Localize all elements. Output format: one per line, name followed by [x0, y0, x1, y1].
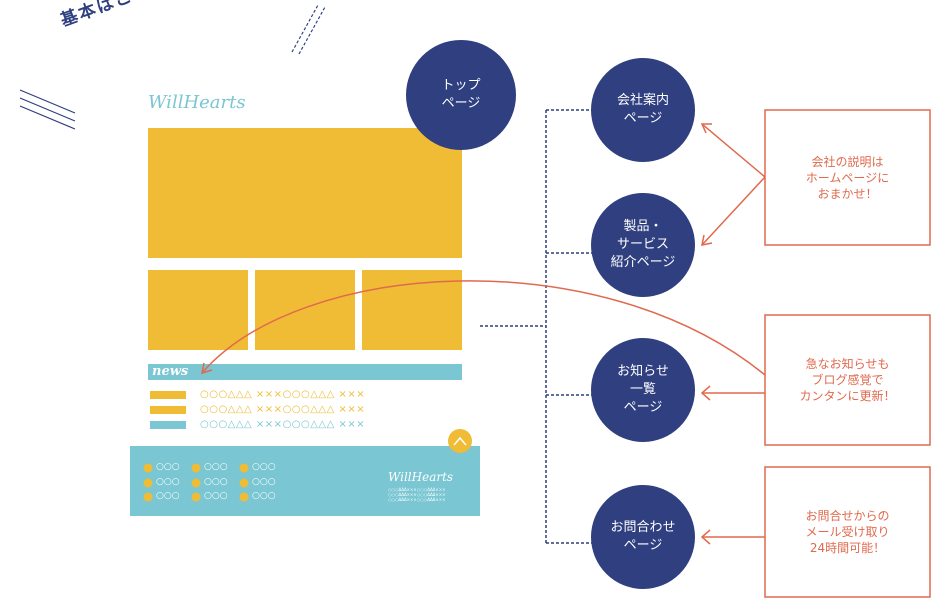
connector-lines — [480, 109, 592, 544]
news-row-tag-2 — [150, 406, 186, 414]
news-row-tag-3 — [150, 421, 186, 429]
note-text-contact: お問合せからの メール受け取り 24時間可能！ — [805, 509, 890, 555]
footer-link: ○○○ — [252, 491, 276, 501]
page-label-news: お知らせ 一覧 ページ — [617, 364, 669, 415]
footer-link: ○○○ — [252, 477, 276, 487]
note-arrows — [201, 123, 766, 545]
news-row-tag-1 — [150, 391, 186, 399]
footer-block — [130, 446, 480, 516]
news-row-2: ○○○△△△ ×××○○○△△△ ××× — [200, 404, 366, 415]
footer-link-bullets — [143, 463, 249, 502]
note-text-news: 急なお知らせも ブログ感覚で カンタンに更新！ — [799, 357, 896, 403]
footer-link: ○○○ — [156, 462, 180, 472]
footer-link: ○○○ — [156, 491, 180, 501]
page-label-products: 製品・ サービス 紹介ページ — [610, 219, 676, 270]
news-bar — [148, 364, 462, 380]
footer-link: ○○○ — [204, 477, 228, 487]
mockup-logo: WillHearts — [148, 92, 246, 113]
content-block-1 — [148, 270, 248, 350]
news-row-3: ○○○△△△ ×××○○○△△△ ××× — [200, 419, 366, 430]
page-circle-contact — [591, 485, 695, 589]
footer-fine-1: ○○○ΔΔΔ×××○○○ΔΔΔ××× — [388, 487, 446, 492]
footer-fine-3: ○○○ΔΔΔ×××○○○ΔΔΔ××× — [388, 497, 446, 502]
page-label-contact: お問合わせ ページ — [610, 520, 676, 553]
note-box-contact — [764, 466, 931, 598]
page-circle-products — [591, 193, 695, 297]
footer-link: ○○○ — [252, 462, 276, 472]
hero-block — [148, 128, 462, 258]
footer-link: ○○○ — [156, 477, 180, 487]
news-label: news — [152, 364, 189, 379]
page-circle-about — [591, 58, 695, 162]
chevron-up-icon — [453, 436, 467, 446]
scroll-top-button — [448, 429, 472, 453]
note-box-news — [764, 314, 931, 446]
content-block-2 — [255, 270, 355, 350]
footer-link: ○○○ — [204, 462, 228, 472]
footer-fine-2: ○○○ΔΔΔ×××○○○ΔΔΔ××× — [388, 492, 446, 497]
page-circle-news — [591, 338, 695, 442]
page-label-top: トップ ページ — [441, 78, 481, 111]
footer-link: ○○○ — [204, 491, 228, 501]
note-text-about: 会社の説明は ホームページに おまかせ！ — [805, 154, 890, 201]
page-circle-top — [406, 40, 516, 150]
page-label-about: 会社案内 ページ — [616, 93, 669, 126]
note-box-about — [764, 109, 931, 246]
news-row-1: ○○○△△△ ×××○○○△△△ ××× — [200, 389, 366, 400]
heading-decoration — [19, 4, 326, 130]
footer-logo: WillHearts — [388, 470, 454, 484]
